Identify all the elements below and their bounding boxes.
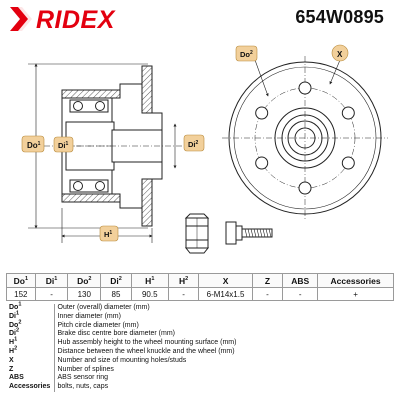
legend-code: H2	[6, 346, 55, 357]
legend-description: ABS sensor ring	[57, 374, 109, 382]
stud-hole	[341, 156, 355, 170]
legend-code: Z	[6, 365, 55, 375]
specs-header-cell: Z	[251, 273, 284, 288]
legend-description: Pitch circle diameter (mm)	[57, 321, 139, 329]
hub-front-view-drawing	[222, 56, 388, 220]
part-number: 654W0895	[295, 7, 384, 27]
technical-drawing: Do1 Di1 Di2 H1 Do2 X	[0, 38, 400, 260]
legend-description: Number and size of mounting holes/studs	[57, 356, 187, 364]
legend-description: bolts, nuts, caps	[57, 383, 109, 391]
legend-description: Brake disc centre bore diameter (mm)	[57, 330, 175, 338]
legend-code: Di1	[6, 311, 55, 322]
legend-code: H1	[6, 337, 55, 348]
specs-value-cell: 90.5	[130, 287, 169, 301]
specs-header-cell: Di2	[100, 273, 132, 288]
legend-code: Do1	[6, 302, 55, 313]
svg-text:Do2: Do2	[240, 50, 253, 59]
legend-description: Hub assembly height to the wheel mountin…	[57, 339, 237, 347]
ridex-logo: RIDEX	[8, 4, 148, 34]
specs-value-cell: -	[34, 287, 69, 301]
svg-text:Di2: Di2	[188, 140, 199, 149]
specs-value-cell: 85	[100, 287, 132, 301]
label-height: H1	[99, 225, 119, 242]
label-mounting-holes: X	[331, 44, 349, 62]
stud-hole	[298, 81, 312, 95]
legend-description: Number of splines	[57, 365, 114, 373]
specs-value-cell: 152	[6, 287, 36, 301]
specs-header-cell: H2	[167, 273, 200, 288]
wheel-bolt-drawing	[225, 221, 273, 245]
label-outer-diameter: Do1	[21, 135, 45, 153]
specs-value-cell: 6-M14x1.5	[198, 287, 253, 301]
specs-value-cell: -	[167, 287, 200, 301]
wheel-nut-drawing	[184, 213, 210, 254]
stud-hole	[255, 156, 269, 170]
specs-header-cell: X	[198, 273, 253, 288]
specs-value-cell: 130	[67, 287, 102, 301]
specs-value-cell: -	[282, 287, 319, 301]
label-bore-diameter: Di2	[183, 134, 205, 152]
hub-cross-section-drawing	[28, 63, 196, 243]
svg-text:Di1: Di1	[58, 141, 69, 150]
legend-code: X	[6, 356, 55, 366]
legend-description: Distance between the wheel knuckle and t…	[57, 347, 235, 355]
stud-holes	[255, 81, 355, 195]
label-pitch-diameter: Do2	[235, 45, 258, 62]
specs-value-cell: +	[317, 287, 394, 301]
stud-hole	[298, 181, 312, 195]
specs-header-cell: Do2	[67, 273, 102, 288]
svg-text:H1: H1	[104, 230, 112, 239]
svg-text:X: X	[337, 50, 343, 59]
stud-hole	[255, 106, 269, 120]
specs-header-cell: Di1	[34, 273, 69, 288]
legend-code: Do2	[6, 320, 55, 331]
ridex-logo-icon: RIDEX	[10, 6, 116, 34]
legend-code: Accessories	[6, 383, 55, 392]
legend-description: Inner diameter (mm)	[57, 312, 121, 320]
label-inner-diameter: Di1	[53, 136, 74, 153]
svg-text:Do1: Do1	[27, 141, 41, 150]
specs-value-cell: -	[251, 287, 284, 301]
legend-code: ABS	[6, 374, 55, 384]
specs-header-cell: H1	[130, 273, 169, 288]
specs-header-cell: ABS	[282, 273, 319, 288]
legend-code: Di2	[6, 328, 55, 340]
legend-description: Outer (overall) diameter (mm)	[57, 304, 150, 311]
specs-header-cell: Accessories	[317, 273, 394, 288]
brand-name: RIDEX	[36, 6, 116, 34]
specs-header-cell: Do1	[6, 273, 36, 288]
stud-hole	[341, 106, 355, 120]
